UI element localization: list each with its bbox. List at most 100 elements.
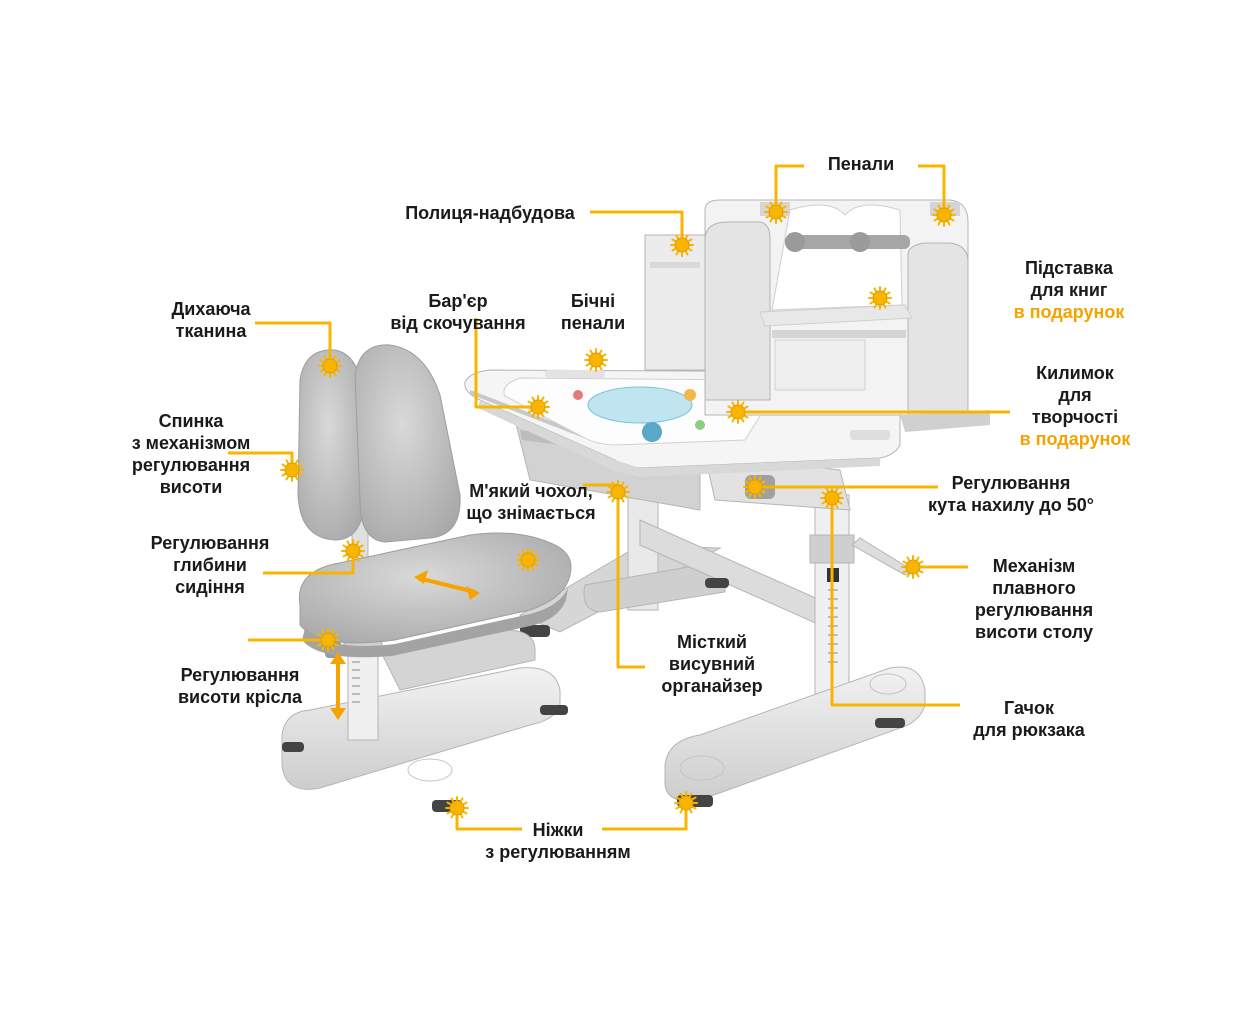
sun-marker-icon — [868, 286, 892, 310]
sun-marker-icon — [526, 395, 550, 419]
sun-ray — [346, 540, 351, 546]
label-organizer-line-2: висувний — [668, 654, 756, 674]
label-seat-depth-line-2: глибини — [173, 555, 247, 575]
label-cover-line-2: що знімається — [466, 503, 596, 523]
sun-ray — [949, 208, 955, 213]
sun-ray — [521, 549, 526, 555]
sun-ray — [821, 500, 827, 505]
sun-ray — [679, 808, 684, 814]
sun-marker-icon — [516, 548, 540, 572]
foot-emboss — [679, 755, 725, 781]
sun-ray — [321, 629, 326, 635]
sun-ray — [873, 287, 878, 293]
sun-ray — [937, 204, 942, 210]
label-backrest-line-1: Спинка — [158, 411, 224, 431]
label-mechanism-line-2: плавного — [992, 578, 1076, 598]
sun-marker-icon — [932, 203, 956, 227]
label-tilt-line-1: Регулювання — [951, 473, 1071, 493]
double-arrow-icon — [466, 586, 480, 600]
sun-ray — [743, 414, 749, 419]
sun-ray — [446, 810, 452, 815]
shelf-left-side — [704, 221, 771, 401]
sun-ray — [589, 349, 594, 355]
sun-ray — [834, 487, 839, 493]
sun-core — [905, 559, 921, 575]
sun-ray — [675, 234, 680, 240]
sun-core — [678, 795, 694, 811]
shelf-middle-board — [772, 330, 906, 338]
sun-ray — [335, 368, 341, 373]
label-organizer: Місткий висувний органайзер — [661, 631, 762, 697]
sun-ray — [317, 633, 323, 638]
book-stand-page — [771, 204, 903, 311]
sun-ray — [355, 556, 360, 562]
sun-ray — [688, 808, 693, 814]
double-arrow-icon — [330, 708, 346, 720]
sun-ray — [687, 247, 693, 252]
sun-ray — [837, 500, 843, 505]
label-feet-line-1: Ніжки — [532, 820, 584, 840]
sun-core — [674, 237, 690, 253]
label-mechanism-line-1: Механізм — [992, 556, 1076, 576]
sun-ray — [869, 291, 875, 296]
sun-ray — [778, 201, 783, 207]
shelf-left-divider — [650, 262, 700, 268]
side-pen-tray — [850, 430, 890, 440]
label-chair-height: Регулювання висоти крісла — [178, 664, 302, 708]
desk — [464, 369, 926, 807]
label-mat-line-2: для — [1058, 385, 1092, 405]
sun-ray — [530, 549, 535, 555]
sun-ray — [778, 217, 783, 223]
label-organizer-line-3: органайзер — [661, 676, 763, 696]
shelf-lower-compartment — [774, 339, 866, 391]
chair — [281, 344, 572, 812]
sun-ray — [882, 303, 887, 309]
mat-dot — [695, 420, 705, 430]
sun-ray — [834, 503, 839, 509]
label-backrest-line-2: з механізмом — [131, 433, 251, 453]
sun-ray — [346, 556, 351, 562]
sun-ray — [684, 234, 689, 240]
desk-leveler-foot — [705, 578, 729, 588]
sun-ray — [918, 560, 924, 565]
sun-ray — [781, 205, 787, 210]
sun-ray — [601, 362, 607, 367]
sun-ray — [620, 481, 625, 487]
double-arrow-icon — [414, 570, 428, 584]
shelf-left-box — [644, 234, 706, 371]
shelf-right-side — [907, 242, 969, 421]
book-stand-knob — [850, 232, 870, 252]
sun-ray — [933, 217, 939, 222]
sun-ray — [675, 250, 680, 256]
label-shelf-line-1: Полиця-надбудова — [405, 203, 575, 223]
leader-lines — [228, 164, 1010, 831]
sun-ray — [358, 553, 364, 558]
mat-dot — [684, 389, 696, 401]
sun-core — [747, 479, 763, 495]
sun-ray — [882, 287, 887, 293]
label-backrest-line-4: висоти — [159, 477, 223, 497]
label-backrest: Спинка з механізмом регулювання висоти — [132, 410, 251, 498]
label-book-stand-line-2: для книг — [1030, 280, 1108, 300]
sun-ray — [294, 475, 299, 481]
sun-ray — [601, 353, 607, 358]
leader-line — [918, 164, 946, 215]
desk-top-edge — [478, 400, 880, 477]
sun-ray — [527, 400, 533, 405]
sun-ray — [462, 801, 468, 806]
sun-ray — [330, 645, 335, 651]
sun-ray — [918, 569, 924, 574]
sun-marker-icon — [584, 348, 608, 372]
leader-line — [774, 164, 804, 212]
sun-ray — [731, 417, 736, 423]
sun-ray — [294, 459, 299, 465]
sun-ray — [623, 485, 629, 490]
foot-emboss — [869, 673, 907, 695]
sun-ray — [297, 472, 303, 477]
sun-ray — [319, 359, 325, 364]
sun-ray — [675, 805, 681, 810]
sun-ray — [332, 371, 337, 377]
sun-ray — [585, 353, 591, 358]
sun-ray — [285, 475, 290, 481]
